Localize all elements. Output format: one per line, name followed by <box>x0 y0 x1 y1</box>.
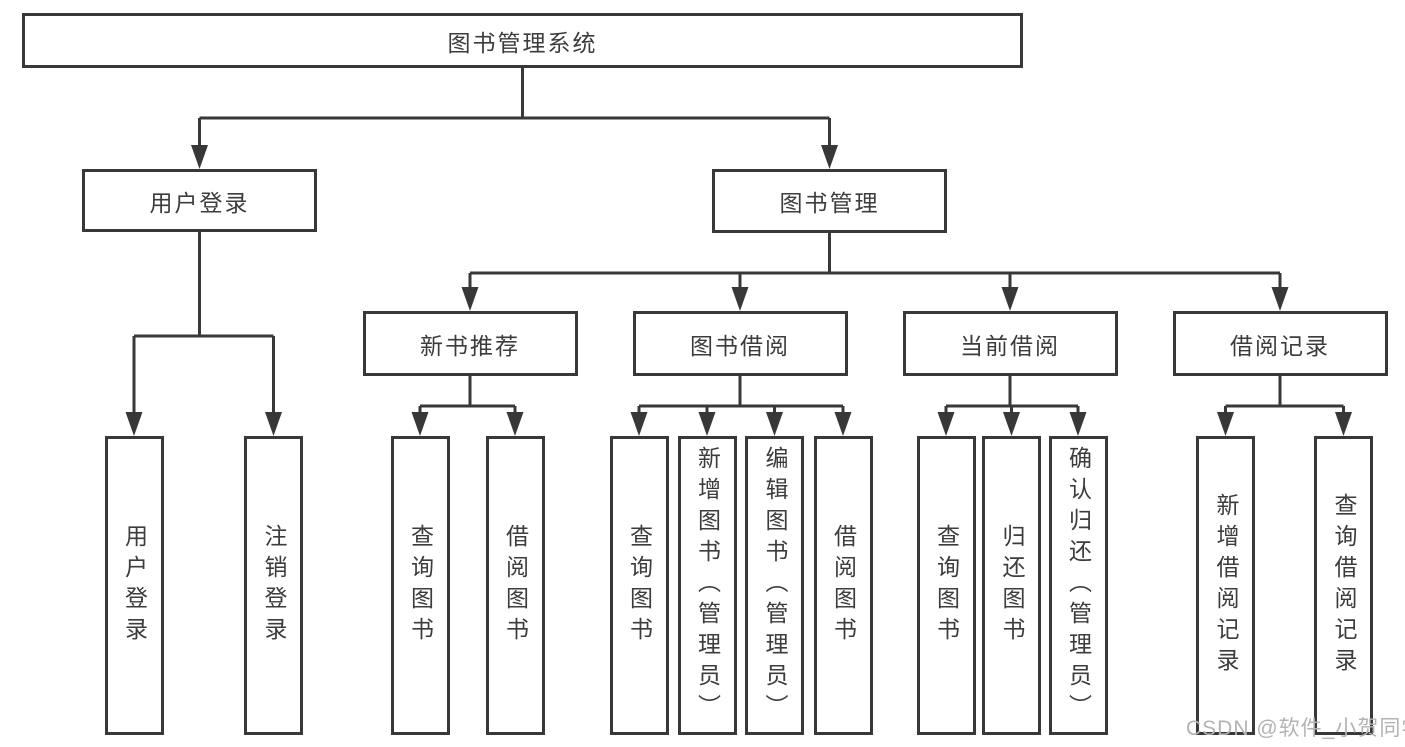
node-book-borrow: 图书借阅 <box>632 311 848 376</box>
node-v-borrow-book-1: 借阅图书 <box>485 436 545 735</box>
node-v-query-book-1: 查询图书 <box>390 436 450 735</box>
node-v-confirm-return: 确认归还（管理员） <box>1048 436 1108 735</box>
arrowhead-icon <box>1001 287 1019 311</box>
arrowhead-icon <box>506 412 524 436</box>
arrowhead-icon <box>125 412 143 436</box>
node-root: 图书管理系统 <box>22 13 1023 68</box>
arrowhead-icon <box>1069 412 1087 436</box>
arrowhead-icon <box>265 412 282 436</box>
arrowhead-icon <box>698 412 716 436</box>
node-v-add-book: 新增图书（管理员） <box>677 436 737 735</box>
arrowhead-icon <box>1217 412 1234 436</box>
node-v-borrow-book-2: 借阅图书 <box>813 436 873 735</box>
node-v-return-book: 归还图书 <box>982 436 1041 735</box>
node-v-user-login: 用户登录 <box>104 436 164 735</box>
watermark: CSDN @软件_小贺同学 <box>1186 717 1405 740</box>
arrowhead-icon <box>937 412 955 436</box>
arrowhead-icon <box>821 145 838 169</box>
node-v-query-record: 查询借阅记录 <box>1314 436 1373 735</box>
node-v-edit-book: 编辑图书（管理员） <box>745 436 804 735</box>
arrowhead-icon <box>1003 412 1020 436</box>
arrowhead-icon <box>834 412 852 436</box>
node-new-book: 新书推荐 <box>362 311 578 376</box>
arrowhead-icon <box>731 287 749 311</box>
node-v-query-book-3: 查询图书 <box>916 436 976 735</box>
node-v-query-book-2: 查询图书 <box>609 436 669 735</box>
node-current-borrow: 当前借阅 <box>902 311 1118 376</box>
arrowhead-icon <box>461 287 479 311</box>
arrowhead-icon <box>1271 287 1289 311</box>
arrowhead-icon <box>191 145 208 169</box>
arrowhead-icon <box>766 412 783 436</box>
node-v-add-record: 新增借阅记录 <box>1196 436 1255 735</box>
node-v-logout: 注销登录 <box>244 436 303 735</box>
arrowhead-icon <box>1335 412 1352 436</box>
node-book-mgmt: 图书管理 <box>712 169 947 233</box>
node-user-login: 用户登录 <box>82 169 317 232</box>
node-borrow-record: 借阅记录 <box>1172 311 1388 376</box>
arrowhead-icon <box>630 412 648 436</box>
arrowhead-icon <box>411 412 429 436</box>
